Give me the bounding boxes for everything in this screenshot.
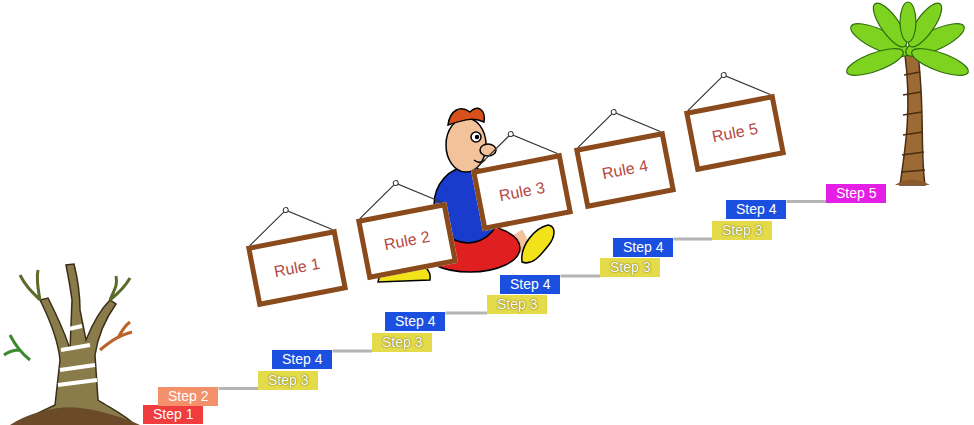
step-label: Step 3 bbox=[610, 259, 650, 275]
string-line bbox=[245, 202, 333, 246]
string-line bbox=[355, 175, 443, 219]
hanging-string bbox=[465, 121, 561, 170]
palm-tree bbox=[844, 0, 972, 185]
step-label: Step 5 bbox=[836, 185, 876, 201]
orange-branch bbox=[100, 322, 132, 350]
step-label: Step 3 bbox=[497, 296, 537, 312]
trunk bbox=[20, 264, 135, 425]
nail bbox=[508, 131, 514, 137]
rule-label: Rule 5 bbox=[707, 119, 764, 147]
nail bbox=[611, 109, 617, 115]
step-box: Step 3 bbox=[487, 295, 547, 314]
step-box: Step 4 bbox=[500, 275, 560, 294]
palm-base bbox=[895, 180, 930, 185]
stair-connector bbox=[218, 387, 258, 390]
hanging-string bbox=[568, 99, 664, 148]
step-box: Step 4 bbox=[385, 312, 445, 331]
rule-label: Rule 3 bbox=[494, 178, 551, 206]
step-box: Step 4 bbox=[726, 200, 786, 219]
step-box: Step 5 bbox=[826, 184, 886, 203]
hanging-string bbox=[240, 197, 336, 246]
rule-frame: Rule 4 bbox=[574, 131, 676, 209]
palm-trunk bbox=[900, 55, 925, 185]
string-line bbox=[470, 126, 558, 170]
trunk-rings bbox=[901, 72, 925, 172]
step-box: Step 3 bbox=[258, 371, 318, 390]
rule-label: Rule 1 bbox=[269, 254, 326, 282]
step-box: Step 1 bbox=[143, 405, 203, 424]
step-box: Step 3 bbox=[372, 333, 432, 352]
step-label: Step 1 bbox=[153, 406, 193, 422]
nail bbox=[393, 180, 399, 186]
step-label: Step 4 bbox=[510, 276, 550, 292]
step-label: Step 3 bbox=[382, 334, 422, 350]
glasses bbox=[471, 132, 481, 142]
stair-connector bbox=[673, 238, 712, 241]
step-label: Step 3 bbox=[268, 372, 308, 388]
step-box: Step 4 bbox=[613, 238, 673, 257]
bark-stripes bbox=[58, 326, 97, 385]
step-box: Step 4 bbox=[272, 350, 332, 369]
nose bbox=[480, 144, 496, 156]
roots bbox=[10, 407, 140, 425]
rule-frame: Rule 5 bbox=[684, 94, 786, 172]
step-label: Step 4 bbox=[623, 239, 663, 255]
step-label: Step 2 bbox=[168, 388, 208, 404]
hanging-string bbox=[350, 170, 446, 219]
rule-frame: Rule 3 bbox=[471, 153, 573, 231]
green-branch bbox=[4, 335, 30, 360]
nail bbox=[721, 72, 727, 78]
step-label: Step 4 bbox=[282, 351, 322, 367]
rule-label: Rule 2 bbox=[379, 227, 436, 255]
rule-frame: Rule 2 bbox=[356, 202, 458, 280]
front-shoe bbox=[522, 225, 554, 263]
rule-frame: Rule 1 bbox=[246, 229, 348, 307]
hair bbox=[448, 108, 484, 125]
step-label: Step 4 bbox=[395, 313, 435, 329]
step-box: Step 3 bbox=[712, 221, 772, 240]
string-line bbox=[683, 67, 771, 111]
stair-connector bbox=[786, 200, 826, 203]
step-box: Step 3 bbox=[600, 258, 660, 277]
step-label: Step 4 bbox=[736, 201, 776, 217]
step-box: Step 2 bbox=[158, 387, 218, 406]
nail bbox=[283, 207, 289, 213]
fronds bbox=[844, 0, 972, 81]
dead-tree bbox=[4, 264, 140, 425]
eye bbox=[476, 136, 479, 139]
stair-connector bbox=[332, 350, 372, 353]
rule-label: Rule 4 bbox=[597, 156, 654, 184]
stair-connector bbox=[560, 275, 600, 278]
stair-connector bbox=[445, 312, 487, 315]
step-label: Step 3 bbox=[722, 222, 762, 238]
string-line bbox=[573, 104, 661, 148]
hanging-string bbox=[678, 62, 774, 111]
branches bbox=[20, 270, 130, 300]
